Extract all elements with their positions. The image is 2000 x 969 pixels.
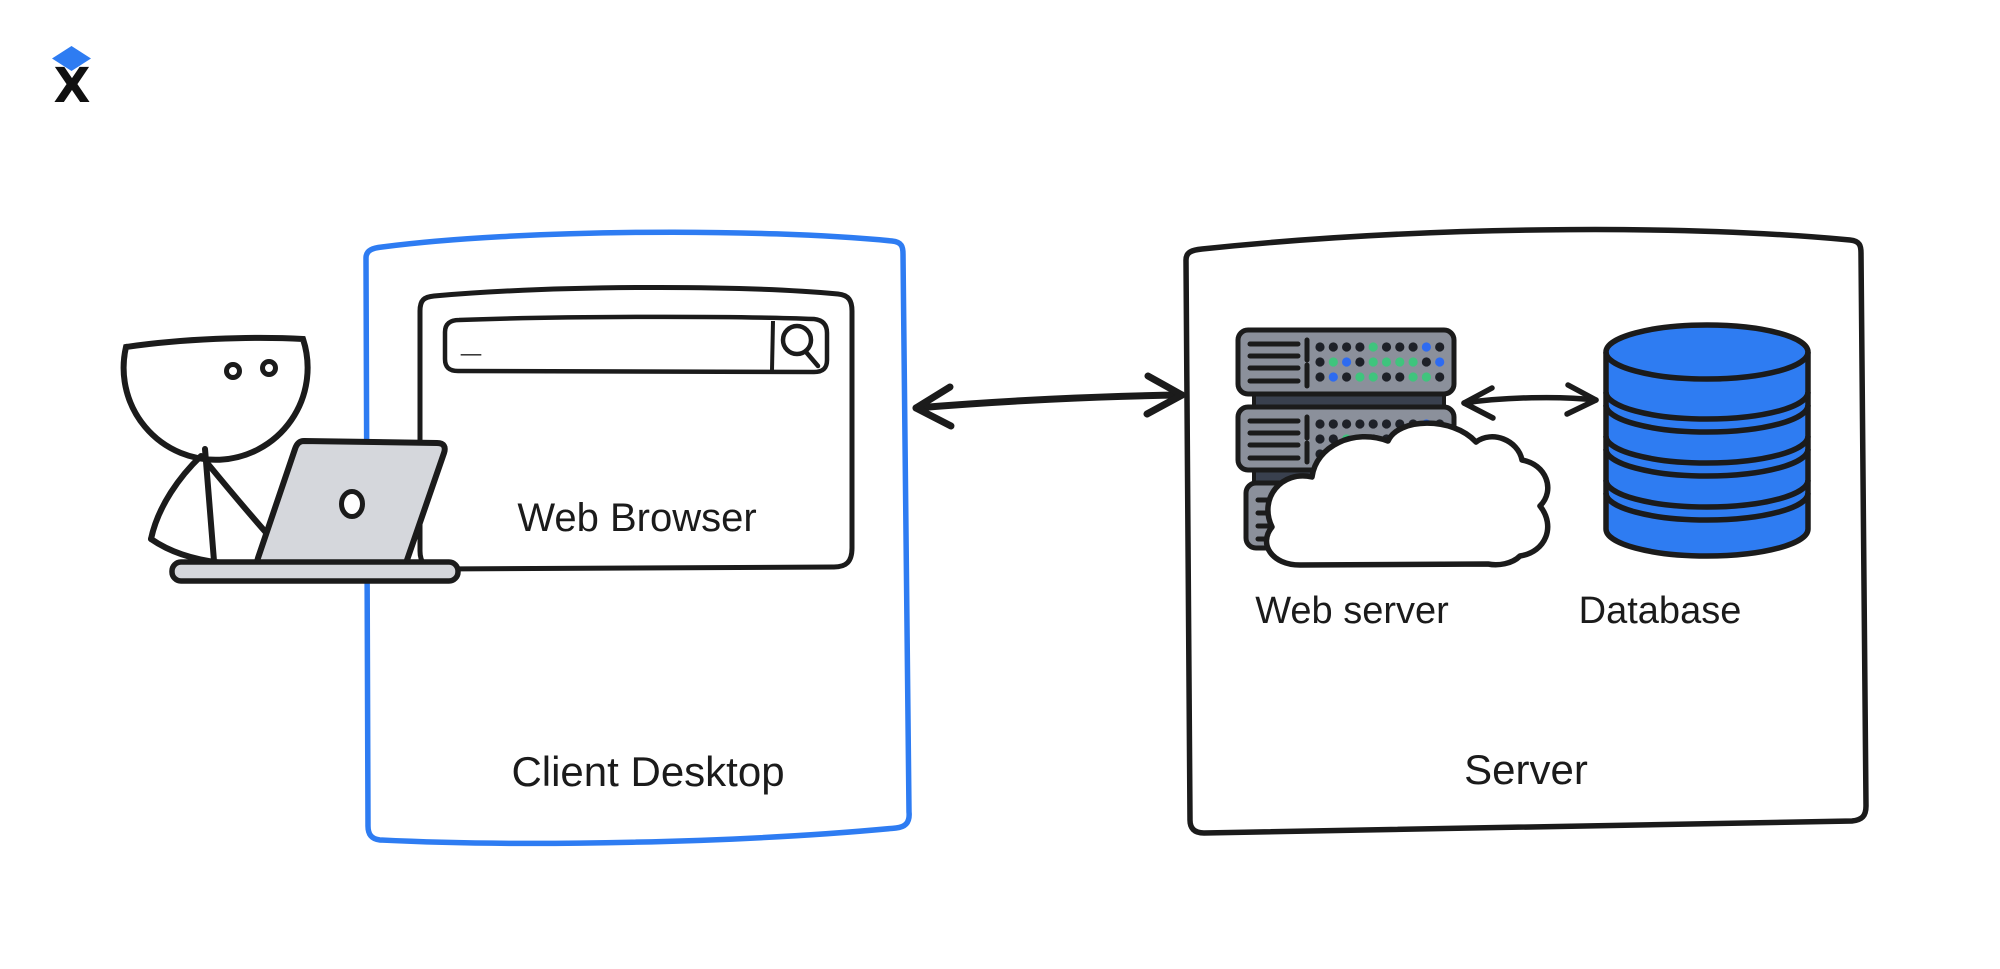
server-rack-icon <box>1235 327 1551 568</box>
rack-unit-1-led-dots <box>1315 342 1445 382</box>
database-label: Database <box>1578 590 1742 632</box>
client-desktop-label: Client Desktop <box>511 748 785 795</box>
database-disk-dividers <box>1603 391 1811 523</box>
rack-unit-1-vents <box>1247 337 1310 389</box>
browser-window <box>417 284 855 572</box>
cloud-icon <box>1263 420 1551 568</box>
database-icon <box>1603 322 1811 559</box>
laptop-icon <box>169 438 461 584</box>
logo-diamond-icon[interactable] <box>52 46 91 71</box>
search-cursor: _ <box>461 318 482 359</box>
search-icon[interactable] <box>780 323 821 369</box>
client-server-arrow <box>912 372 1186 430</box>
web-browser-label: Web Browser <box>517 496 757 540</box>
web-server-label: Web server <box>1255 590 1449 632</box>
user-back <box>148 453 204 542</box>
database-body <box>1603 322 1811 559</box>
laptop-logo <box>339 489 365 519</box>
server-database-arrow <box>1461 382 1599 421</box>
user-body <box>202 446 217 564</box>
rack-unit-2-vents <box>1247 414 1310 465</box>
client-desktop-box <box>363 229 912 847</box>
logo-letter[interactable]: X <box>53 58 91 114</box>
search-bar-divider <box>770 320 775 371</box>
server-box <box>1183 226 1869 836</box>
user-eye-left <box>224 362 242 380</box>
user-eye-right <box>260 359 278 377</box>
browser-search-bar[interactable] <box>442 314 830 375</box>
user-head <box>120 334 311 463</box>
laptop-base <box>169 559 461 584</box>
database-top-ellipse <box>1603 351 1811 382</box>
server-label: Server <box>1464 746 1588 793</box>
